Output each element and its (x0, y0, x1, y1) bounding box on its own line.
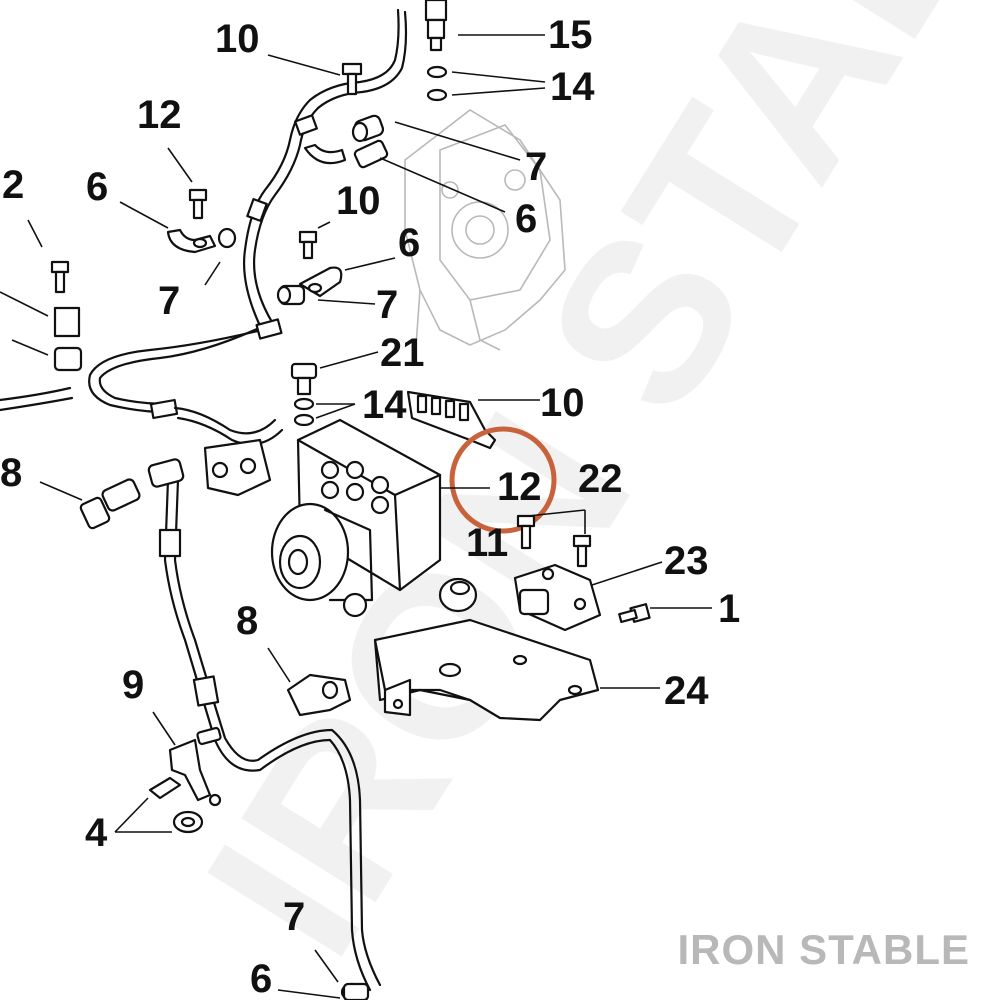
highlight-circle (449, 426, 557, 534)
line-junction-block (203, 438, 272, 497)
callout-7: 7 (283, 895, 305, 939)
part-12-bolt-left (188, 188, 208, 220)
part-11-grommet (438, 577, 478, 613)
part-10-bolt-mid (298, 230, 318, 260)
callout-6: 6 (86, 165, 108, 209)
brake-lines (0, 8, 408, 992)
callout-24: 24 (664, 669, 709, 713)
callout-12-highlighted: 12 (497, 465, 542, 509)
callout-7: 7 (376, 283, 398, 327)
callout-23: 23 (664, 539, 709, 583)
part-4-clips (148, 776, 204, 834)
part-15-fitting (424, 0, 448, 52)
part-21-bolt (290, 362, 318, 396)
callout-10: 10 (215, 17, 260, 61)
part-8-sensor-left (79, 478, 141, 530)
callout-6: 6 (250, 957, 272, 1000)
callout-9: 9 (122, 663, 144, 707)
part-22-bolts (516, 514, 592, 568)
brand-watermark: IRON STABLE (677, 926, 970, 973)
part-6-clamp-mid (298, 266, 343, 298)
part-6-banjo-top (303, 139, 389, 169)
callout-7: 7 (525, 145, 547, 189)
part-2-bolt (50, 260, 70, 294)
part-6-clamp-left (166, 227, 237, 254)
callout-22: 22 (578, 457, 623, 501)
callout-8: 8 (0, 451, 22, 495)
part-14-orings-top (426, 65, 448, 102)
part-6-7-bottom-fittings (340, 982, 370, 1000)
part-1-bolt (618, 603, 651, 624)
part-10-bolt-top (341, 62, 363, 96)
callout-1: 1 (718, 587, 740, 631)
part-10-connector (406, 390, 497, 450)
part-24-bracket (373, 618, 600, 722)
callout-10: 10 (540, 381, 585, 425)
callout-14: 14 (362, 383, 407, 427)
abs-line-fitting (147, 458, 185, 488)
part-14-washers-mid (293, 397, 315, 427)
leader-lines (0, 34, 712, 999)
callout-4: 4 (85, 811, 108, 855)
abs-modulator-unit (270, 418, 442, 618)
part-8-sensor-lower (286, 673, 352, 717)
part-7-fitting-mid (276, 284, 306, 306)
part-9-bracket (168, 726, 222, 807)
background-frame-assembly (404, 109, 566, 361)
left-bracket (53, 306, 83, 372)
callout-8: 8 (236, 599, 258, 643)
callout-6: 6 (515, 197, 537, 241)
callout-14: 14 (550, 65, 595, 109)
callout-12: 12 (137, 93, 182, 137)
callout-11: 11 (466, 521, 508, 565)
callout-7: 7 (158, 279, 180, 323)
callout-15: 15 (548, 13, 593, 57)
callout-10: 10 (336, 179, 381, 223)
part-7-banjo-top (351, 114, 385, 143)
callout-2: 2 (2, 163, 24, 207)
part-23-sensor (513, 563, 602, 632)
callout-21: 21 (380, 331, 425, 375)
callout-6: 6 (398, 221, 420, 265)
callout-labels: 15 10 14 12 7 2 6 6 10 6 7 7 21 14 10 12… (0, 13, 740, 1000)
